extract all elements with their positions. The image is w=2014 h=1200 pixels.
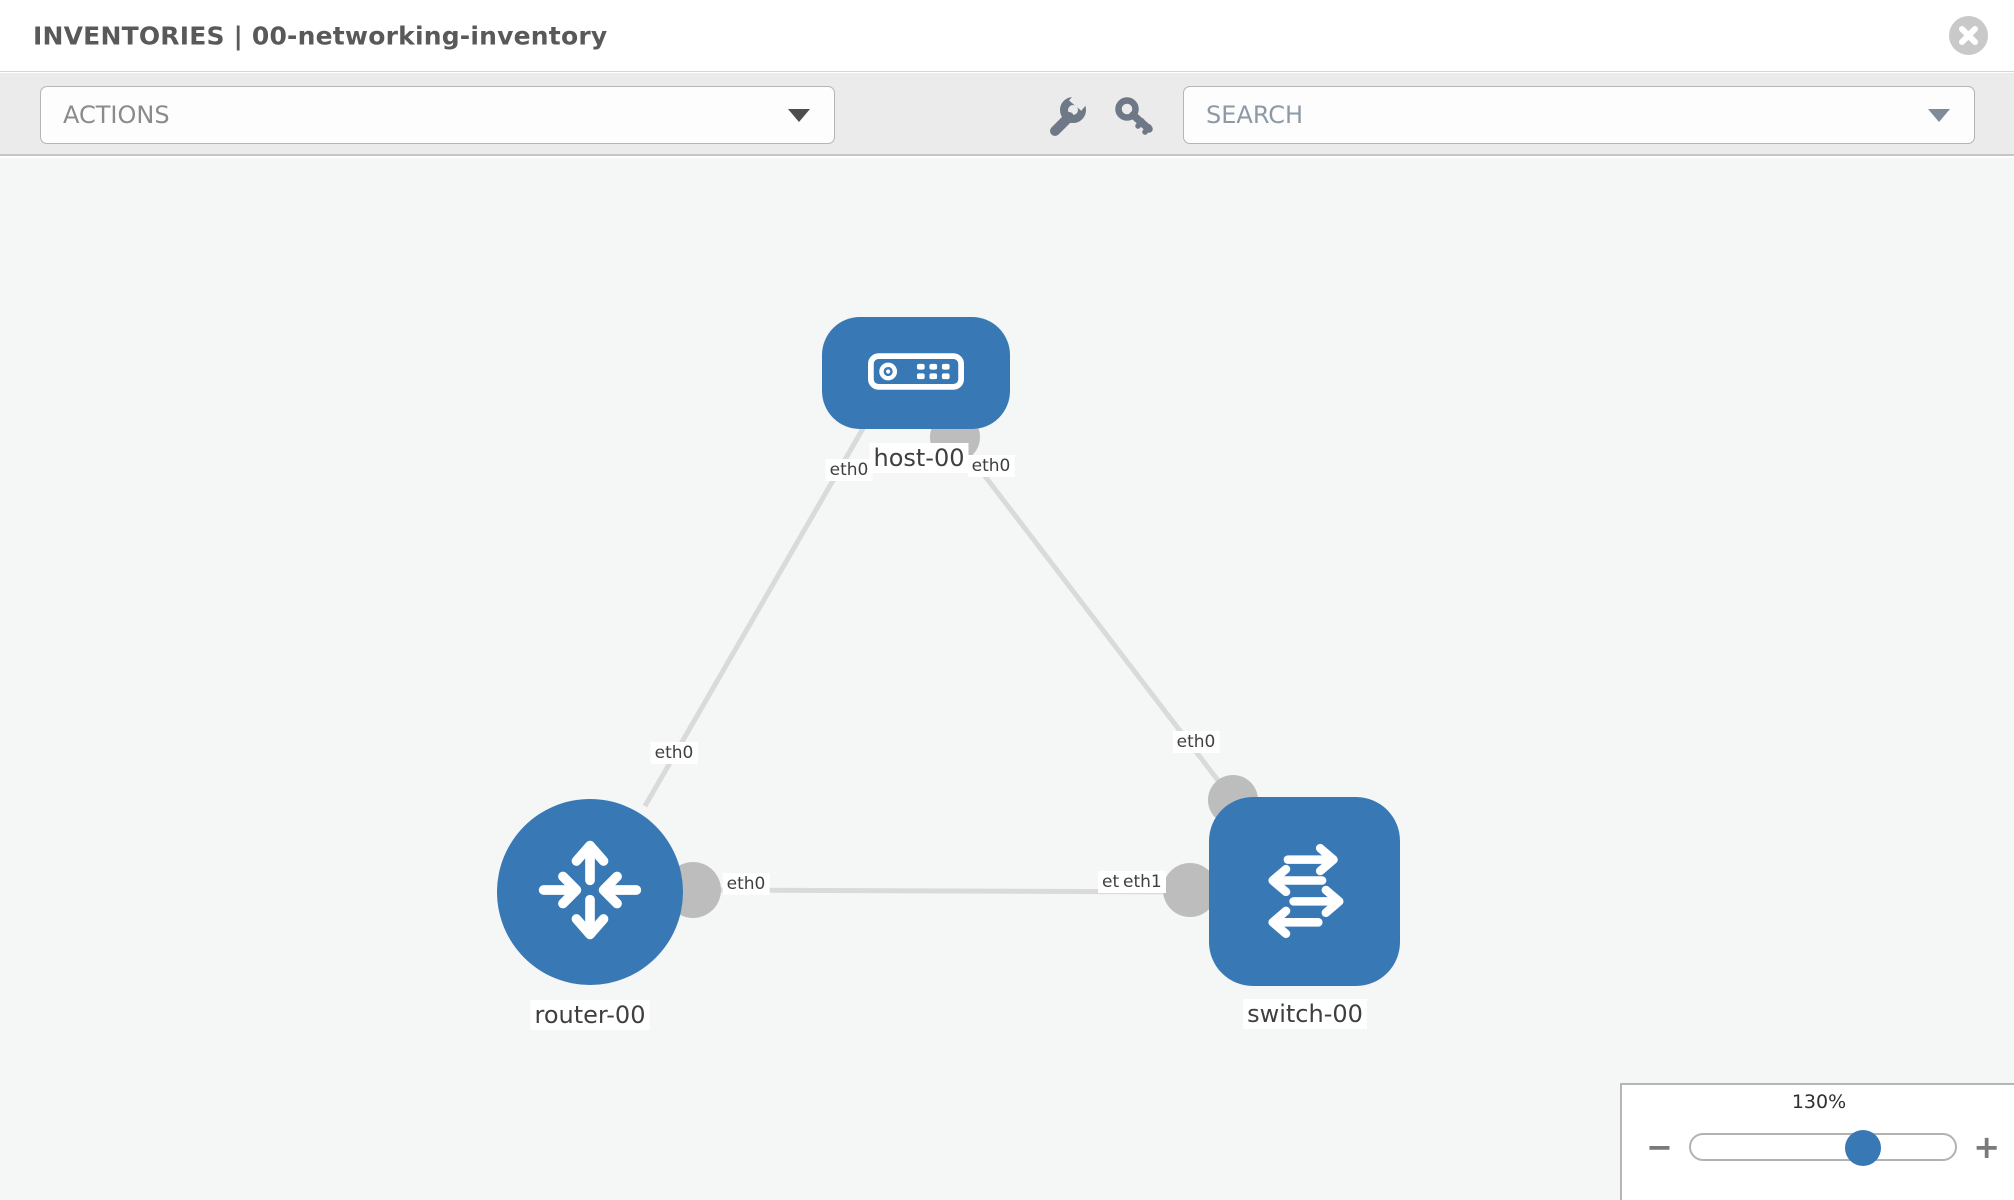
node-label-host-00: host-00 (869, 443, 969, 473)
port-label-host-switch-switch-end: eth0 (1172, 731, 1220, 753)
topology-canvas[interactable]: host-00 router-00 switch-00 eth0 eth0 et… (0, 158, 2014, 1200)
zoom-level-value: 130% (1791, 1091, 1847, 1113)
search-dropdown-label: SEARCH (1206, 101, 1304, 129)
node-router-00[interactable] (497, 799, 683, 985)
node-label-router-00: router-00 (530, 1000, 650, 1030)
close-button[interactable] (1949, 16, 1988, 55)
router-icon (532, 832, 648, 952)
node-host-00[interactable] (822, 317, 1010, 429)
header: INVENTORIES | 00-networking-inventory (0, 0, 2014, 72)
port-label-host-switch-host-end: eth0 (967, 455, 1015, 477)
actions-dropdown[interactable]: ACTIONS (40, 86, 835, 144)
wrench-icon[interactable] (1045, 91, 1089, 139)
toolbar: ACTIONS SEARCH (0, 73, 2014, 156)
zoom-slider-handle[interactable] (1844, 1130, 1881, 1166)
search-dropdown[interactable]: SEARCH (1183, 86, 1975, 144)
actions-dropdown-label: ACTIONS (63, 101, 170, 129)
port-label-eth1: eth1 (1119, 871, 1166, 893)
host-icon (868, 352, 964, 394)
topology-edges-layer (642, 412, 1258, 918)
zoom-slider[interactable] (1688, 1130, 1957, 1166)
port-label-router-switch-router-end: eth0 (722, 873, 770, 895)
page-title: INVENTORIES | 00-networking-inventory (33, 21, 608, 50)
zoom-panel: 130% − + (1620, 1083, 2014, 1200)
port-label-host-router-router-end: eth0 (650, 742, 698, 764)
node-label-switch-00: switch-00 (1243, 999, 1367, 1029)
close-icon (1949, 16, 1988, 55)
switch-icon (1248, 833, 1362, 951)
port-circle-switch-mid[interactable] (1163, 863, 1217, 917)
key-icon[interactable] (1112, 95, 1156, 139)
port-label-host-router-host-end: eth0 (825, 459, 873, 481)
node-switch-00[interactable] (1209, 797, 1400, 986)
chevron-down-icon (788, 109, 810, 122)
chevron-down-icon (1928, 109, 1950, 122)
zoom-in-button[interactable]: + (1973, 1128, 2000, 1166)
zoom-out-button[interactable]: − (1646, 1128, 1673, 1166)
